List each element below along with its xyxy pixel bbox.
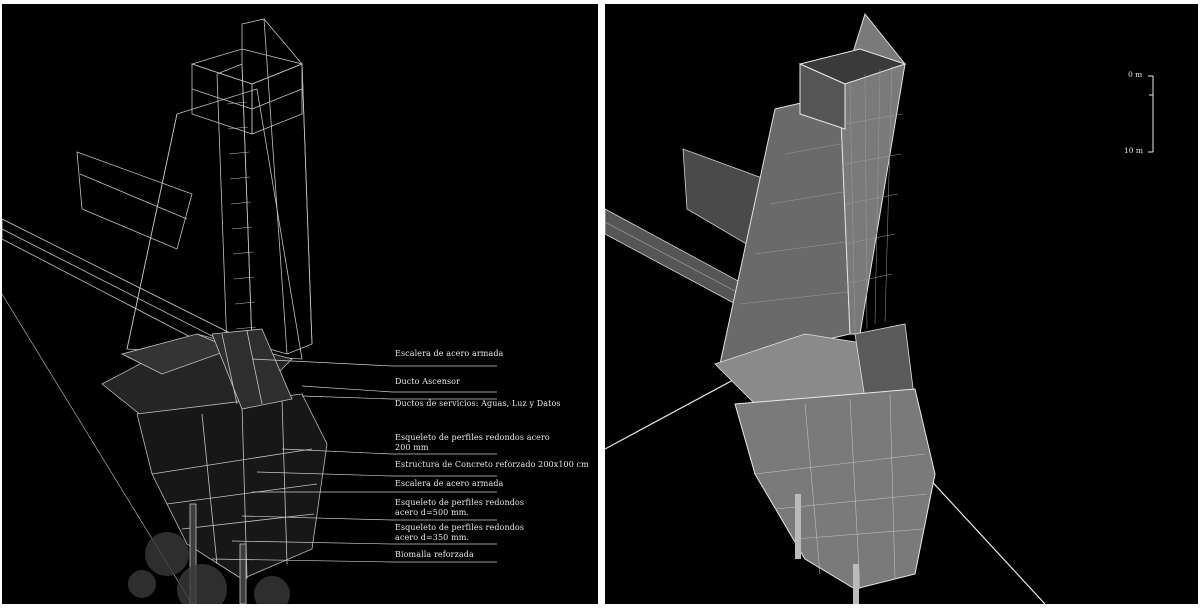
scale-top-label: 0 m — [1128, 70, 1143, 79]
annotation-label: Estructura de Concreto reforzado 200x100… — [395, 460, 589, 469]
annotation-label: Esqueleto de perfiles redondos acero d=3… — [395, 523, 525, 542]
left-panel-wireframe: Escalera de acero armada Ducto Ascensor … — [2, 4, 598, 604]
rendered-tower-drawing — [605, 12, 1154, 604]
annotation-label: Biomalla reforzada — [395, 550, 474, 559]
scale-bar — [1148, 75, 1154, 153]
right-panel-rendered: 0 m 10 m — [605, 4, 1198, 604]
annotation-label: Esqueleto de perfiles redondos acero 200… — [395, 433, 550, 452]
annotation-label: Esqueleto de perfiles redondos acero d=5… — [395, 498, 525, 517]
scale-bottom-label: 10 m — [1124, 146, 1144, 155]
annotation-label: Escalera de acero armada — [395, 479, 504, 488]
annotation-label: Ducto Ascensor — [395, 377, 461, 386]
annotation-label: Ductos de servicios: Aguas, Luz y Datos — [395, 399, 561, 408]
wireframe-tower-drawing — [2, 18, 497, 604]
annotation-label: Escalera de acero armada — [395, 349, 504, 358]
